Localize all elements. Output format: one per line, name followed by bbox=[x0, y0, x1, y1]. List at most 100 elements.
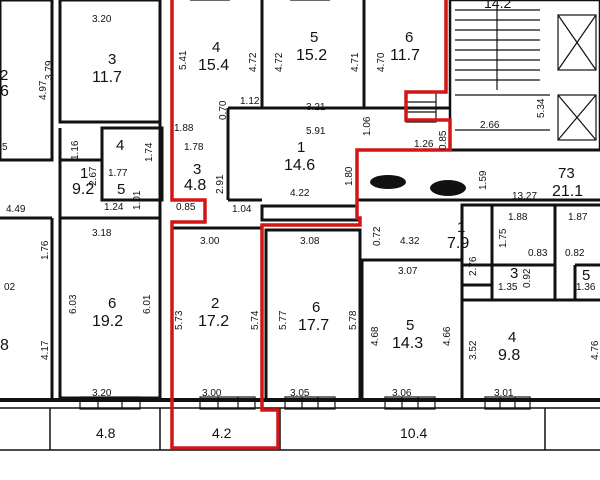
dimension-label: 2.76 bbox=[468, 256, 479, 276]
dimension-label: 4.17 bbox=[40, 340, 51, 360]
dimension-label: 02 bbox=[4, 282, 16, 293]
dimension-label: 1.35 bbox=[498, 282, 518, 293]
dimension-label: 5 bbox=[2, 142, 8, 153]
dimension-label: 4.49 bbox=[6, 204, 26, 215]
dimension-label: 1.76 bbox=[40, 240, 51, 260]
dimension-label: 1.04 bbox=[232, 204, 252, 215]
dimension-label: 3.20 bbox=[92, 388, 112, 399]
dimension-label: 0.72 bbox=[372, 226, 383, 246]
dimension-label: 0.70 bbox=[218, 100, 229, 120]
room-area: 17.2 bbox=[198, 313, 229, 330]
room-area: 4.8 bbox=[184, 177, 206, 194]
dimension-label: 4.72 bbox=[248, 52, 259, 72]
room-number: 2 bbox=[0, 67, 8, 84]
room-area: 14.6 bbox=[284, 157, 315, 174]
room-number: 5 bbox=[117, 181, 125, 198]
dimension-label: 3.06 bbox=[392, 388, 412, 399]
room-area: 9.2 bbox=[72, 181, 94, 198]
room-area: 9.8 bbox=[498, 347, 520, 364]
room-number: 3 bbox=[510, 265, 518, 282]
dimension-label: 1.78 bbox=[184, 142, 204, 153]
room-number: 5 bbox=[406, 317, 414, 334]
room-number: 6 bbox=[405, 29, 413, 46]
room-area: 11.7 bbox=[390, 47, 420, 64]
dimension-label: 1.12 bbox=[240, 96, 260, 107]
dimension-label: 5.77 bbox=[278, 310, 289, 330]
dimension-label: 1.01 bbox=[132, 190, 143, 210]
room-area: 8 bbox=[0, 337, 9, 354]
room-number: 1 bbox=[297, 139, 305, 156]
dimension-label: 3.52 bbox=[468, 340, 479, 360]
dimension-label: 4.71 bbox=[350, 52, 361, 72]
room-area: 19.2 bbox=[92, 313, 123, 330]
dimension-label: 2.66 bbox=[480, 120, 500, 131]
dimension-label: 1.24 bbox=[104, 202, 124, 213]
room-area: 21.1 bbox=[552, 183, 583, 200]
balcony-apartment-label: 4.2 bbox=[212, 425, 232, 441]
room-number: 6 bbox=[312, 299, 320, 316]
dimension-label: 5.41 bbox=[178, 50, 189, 70]
radiators bbox=[370, 175, 466, 196]
dimension-label: 1.87 bbox=[568, 212, 588, 223]
balcony-right-label: 10.4 bbox=[400, 425, 427, 441]
room-area: 7.9 bbox=[447, 235, 469, 252]
room-area: 11.7 bbox=[92, 69, 122, 86]
dimension-label: 5.34 bbox=[536, 98, 547, 118]
dimension-label: 4.70 bbox=[376, 52, 387, 72]
room-area: 6 bbox=[0, 83, 9, 100]
room-number: 2 bbox=[211, 295, 219, 312]
dimension-label: 5.74 bbox=[250, 310, 261, 330]
room-area: 17.7 bbox=[298, 317, 329, 334]
dimension-label: 1.75 bbox=[498, 228, 509, 248]
room-number: 3 bbox=[108, 51, 116, 68]
dimension-label: 3.79 bbox=[44, 60, 55, 80]
dimension-label: 4.22 bbox=[290, 188, 310, 199]
dimension-label: 2.67 bbox=[88, 166, 99, 186]
dimension-label: 1.59 bbox=[478, 170, 489, 190]
dimension-label: 4.97 bbox=[38, 80, 49, 100]
dimension-label: 14.2 bbox=[484, 0, 511, 11]
dimension-label: 1.26 bbox=[414, 139, 434, 150]
dimension-label: 4.72 bbox=[274, 52, 285, 72]
room-number: 4 bbox=[116, 137, 124, 154]
room-number: 4 bbox=[508, 329, 516, 346]
dimension-label: 1.06 bbox=[362, 116, 373, 136]
dimension-label: 3.05 bbox=[290, 388, 310, 399]
dimension-label: 0.82 bbox=[565, 248, 585, 259]
dimension-label: 1.36 bbox=[576, 282, 596, 293]
dimension-label: 4.32 bbox=[400, 236, 420, 247]
walls bbox=[0, 0, 600, 451]
dimension-label: 4.76 bbox=[590, 340, 600, 360]
room-number: 5 bbox=[582, 267, 590, 284]
dimension-label: 1.74 bbox=[144, 142, 155, 162]
room-labels: 3 11.7 4 15.4 5 15.2 6 11.7 1 14.6 3 4.8… bbox=[0, 29, 590, 364]
dimension-label: 2.91 bbox=[215, 174, 226, 194]
dimension-label: 1.88 bbox=[174, 123, 194, 134]
dimension-label: 3.07 bbox=[398, 266, 418, 277]
dimension-label: 3.01 bbox=[494, 388, 514, 399]
room-number: 1 bbox=[457, 219, 465, 236]
dimension-label: 3.18 bbox=[92, 228, 112, 239]
dimension-label: 3.00 bbox=[200, 236, 220, 247]
dimension-label: 1.16 bbox=[70, 140, 81, 160]
dimension-label: 1.77 bbox=[108, 168, 128, 179]
dimension-label: 3.20 bbox=[92, 14, 112, 25]
dimension-label: 5.78 bbox=[348, 310, 359, 330]
apartment-outline bbox=[170, 0, 452, 450]
dimension-label: 0.83 bbox=[528, 248, 548, 259]
dimension-label: 0.85 bbox=[176, 202, 196, 213]
room-number: 73 bbox=[558, 165, 575, 182]
dimension-label: 3.08 bbox=[300, 236, 320, 247]
dimension-label: 0.92 bbox=[522, 268, 533, 288]
dimension-label: 0.85 bbox=[438, 130, 449, 150]
room-number: 1 bbox=[80, 165, 88, 182]
dimension-label: 6.03 bbox=[68, 294, 79, 314]
room-area: 15.2 bbox=[296, 47, 327, 64]
dimension-label: 4.66 bbox=[442, 326, 453, 346]
dimension-label: 3.21 bbox=[306, 102, 326, 113]
balcony-left-label: 4.8 bbox=[96, 425, 116, 441]
balcony-labels: 4.8 4.2 10.4 bbox=[96, 425, 427, 441]
room-area: 14.3 bbox=[392, 335, 423, 352]
dimensions: 3.20 4.97 3.79 5.41 4.72 4.72 4.71 4.70 … bbox=[2, 0, 600, 399]
